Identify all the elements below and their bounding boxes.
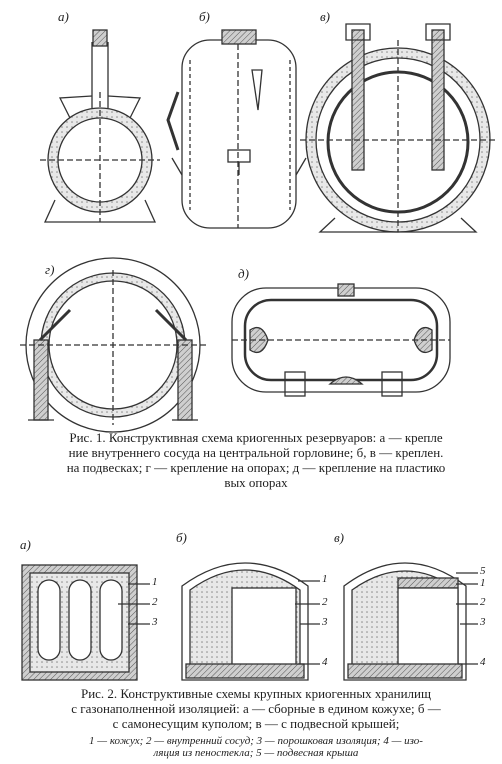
fig2-v-number: 1 [480,577,486,589]
fig2-a-drawing [21,564,150,681]
fig2-legend-line: ляция из пеностекла; 5 — подвесная крыша [153,747,359,759]
fig2-legend-line: 1 — кожух; 2 — внутренний сосуд; 3 — пор… [89,735,423,747]
fig1-label-v: в) [320,9,330,24]
fig2-caption-line: с самонесущим куполом; в — с подвесной к… [112,716,400,731]
fig2-v-number: 4 [480,656,486,668]
fig1-caption-line: ние внутреннего сосуда на центральной го… [68,445,444,460]
fig1-b-drawing [166,29,307,229]
fig2-b-number: 3 [322,616,328,628]
fig1-g-drawing [20,257,206,433]
fig2-b-number: 2 [322,596,328,608]
fig1-label-b: б) [199,9,210,24]
fig2-v-number: 5 [480,565,486,577]
fig2-label-v: в) [334,530,344,545]
fig2-caption: Рис. 2. Конструктивные схемы крупных кри… [14,686,498,731]
fig2-b-number: 1 [322,573,328,585]
fig2-label-a: а) [20,537,31,552]
fig2-b-number: 4 [322,656,328,668]
fig1-caption-line: на подвесках; г — крепление на опорах; д… [66,460,446,475]
fig1-a-drawing [40,29,160,223]
fig1-caption: Рис. 1. Конструктивная схема криогенных … [16,430,496,490]
fig2-label-b: б) [176,530,187,545]
fig2-b-drawing [181,562,320,681]
fig2-a-number: 2 [152,596,158,608]
fig1-label-a: а) [58,9,69,24]
fig2-caption-line: с газонаполненной изоляцией: а — сборные… [71,701,441,716]
fig2-v-number: 3 [480,616,486,628]
fig1-d-drawing [231,283,451,397]
fig1-caption-line: Рис. 1. Конструктивная схема криогенных … [69,430,443,445]
fig1-label-g: г) [45,262,55,277]
fig1-label-d: д) [238,266,249,281]
fig2-v-drawing [343,562,478,681]
fig2-caption-line: Рис. 2. Конструктивные схемы крупных кри… [80,686,432,701]
fig2-a-number: 1 [152,576,158,588]
fig2-legend: 1 — кожух; 2 — внутренний сосуд; 3 — пор… [14,735,498,759]
fig2-a-number: 3 [152,616,158,628]
fig2-v-number: 2 [480,596,486,608]
fig1-caption-line: вых опорах [224,475,288,490]
fig1-v-drawing [300,23,496,233]
